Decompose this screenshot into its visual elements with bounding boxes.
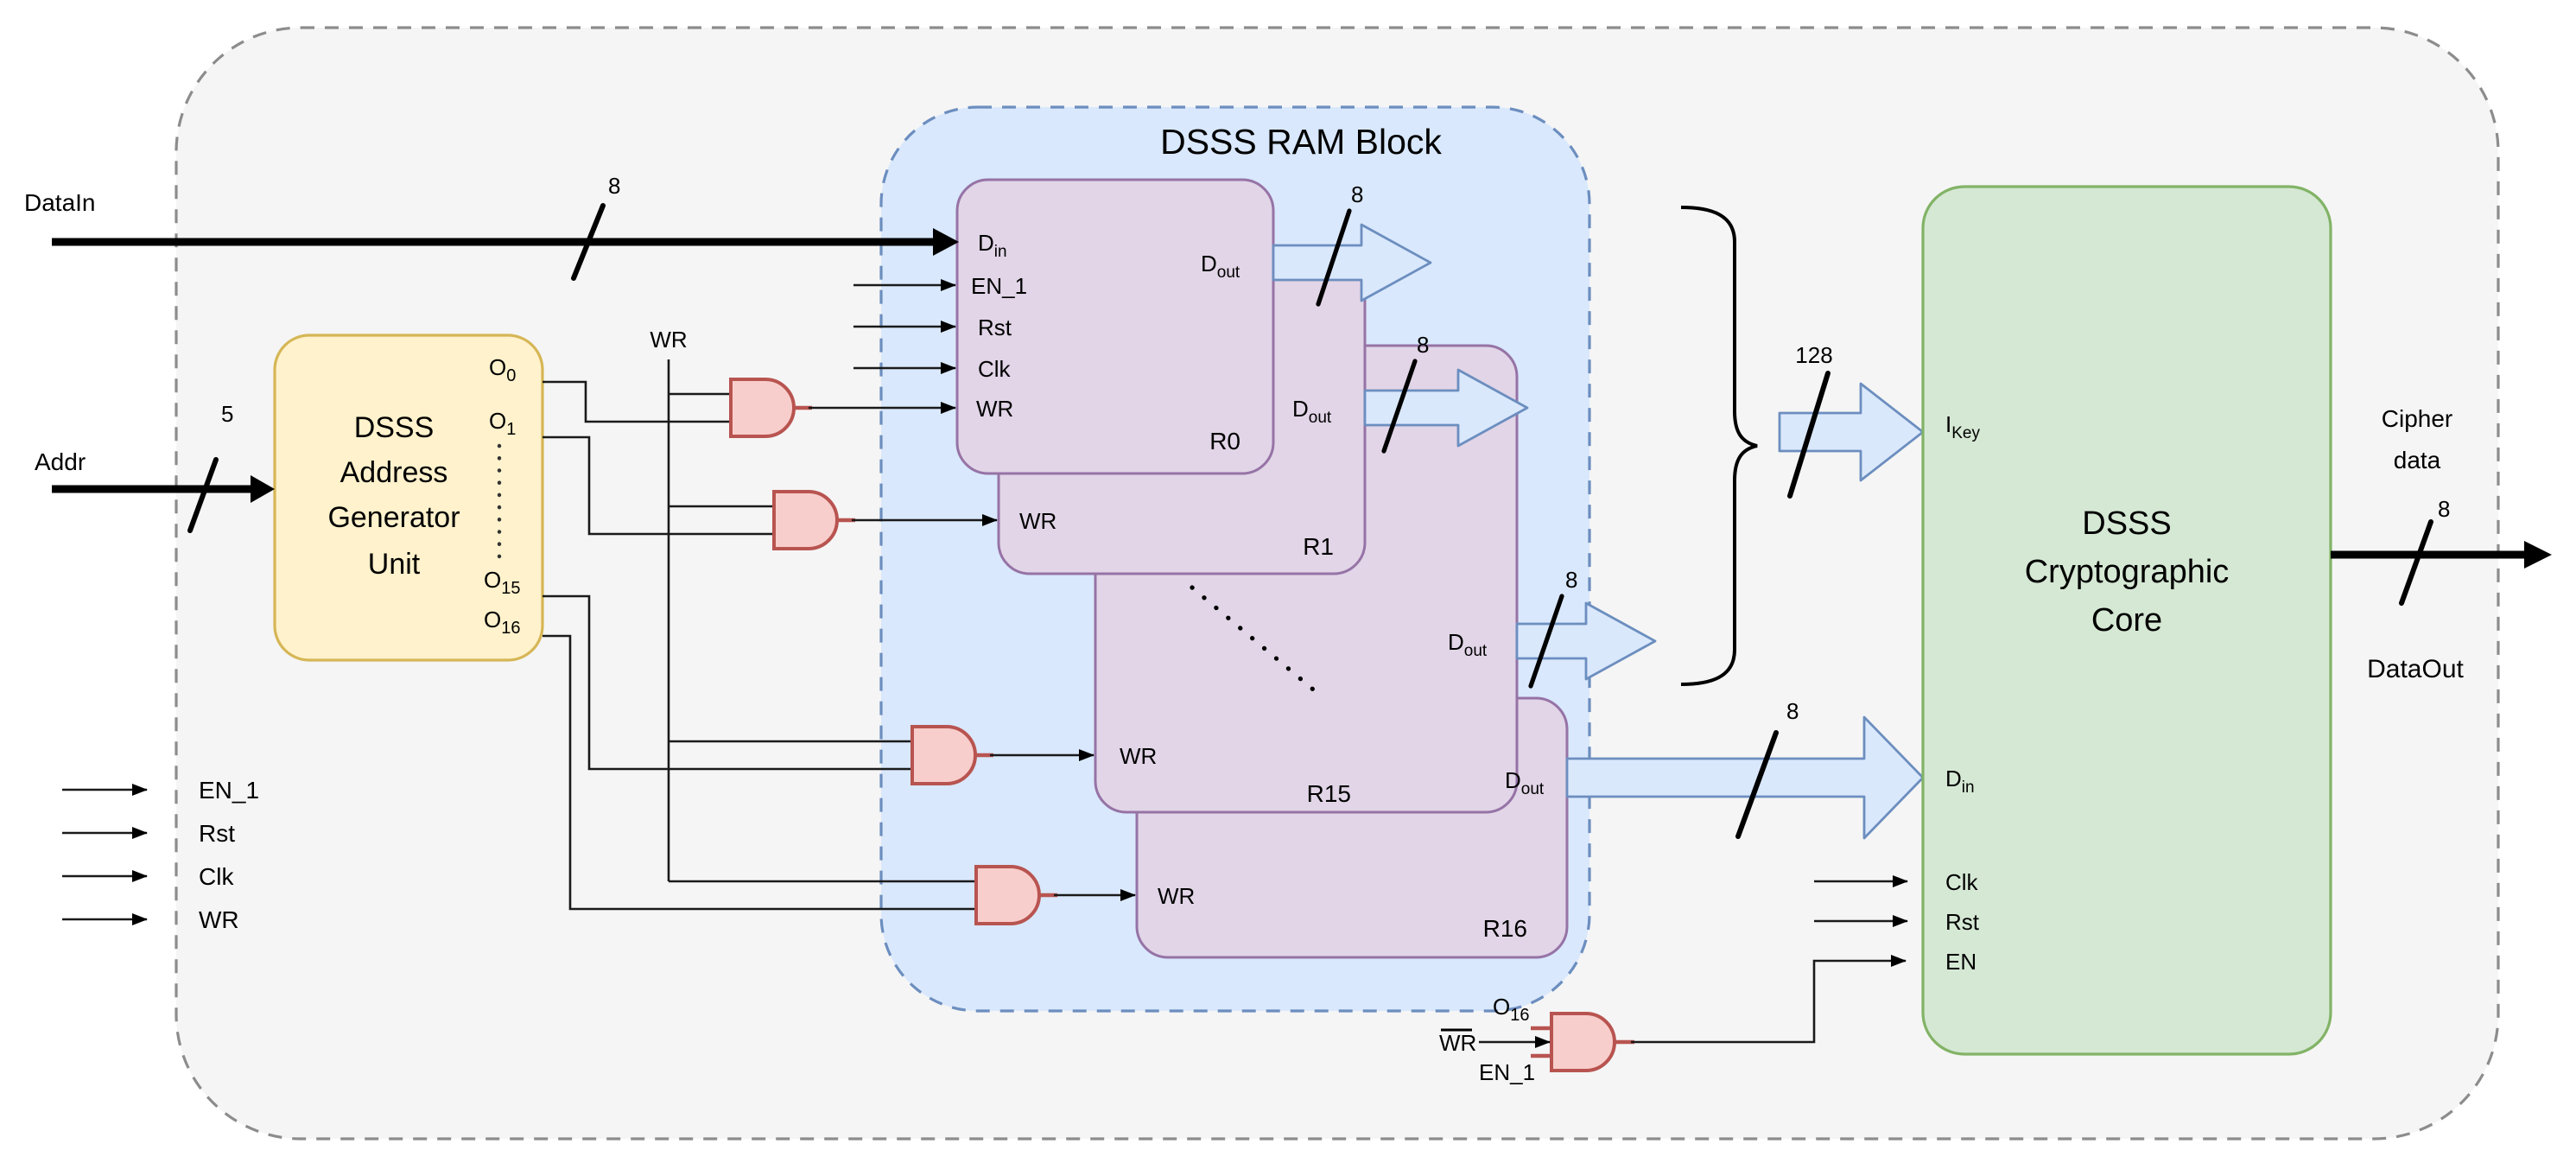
datain-label: DataIn	[24, 189, 96, 216]
r15-wr-pin-label: WR	[1120, 743, 1157, 769]
r0-en1-pin-label: EN_1	[971, 273, 1027, 299]
en1-input-label: EN_1	[199, 777, 259, 804]
external-signal-inputs: EN_1 Rst Clk WR	[62, 777, 259, 933]
wr-input-label: WR	[199, 906, 239, 933]
agu-output-o1-label: O1	[489, 408, 516, 439]
r16-dout-pin-label: Dout	[1505, 767, 1545, 798]
en-gate-o16-label: O16	[1493, 994, 1529, 1025]
cipher-data-label-line2: data	[2394, 447, 2441, 473]
core-title-line3: Core	[2091, 602, 2162, 639]
o0-wire	[542, 380, 731, 423]
r0-name-label: R0	[1209, 428, 1240, 454]
core-box	[1921, 185, 2332, 1056]
r16-wr-pin-label: WR	[1158, 883, 1195, 909]
datain-bus-arrowhead	[933, 228, 959, 256]
datain-bus-width-slash	[571, 203, 606, 281]
en-gate-wrbar-label: WR	[1439, 1030, 1476, 1056]
core-title-line2: Cryptographic	[2025, 554, 2230, 590]
cipher-data-label-line1: Cipher	[2382, 405, 2452, 432]
dataout-bus-width: 8	[2438, 496, 2450, 522]
core-enable-gate-group: O16 WR EN_1	[1439, 955, 1907, 1085]
rst-input-label: Rst	[199, 820, 235, 847]
r1-dout-width-slash	[1381, 359, 1418, 454]
r0-rst-pin-label: Rst	[978, 315, 1012, 340]
r1-dout-pin-label: Dout	[1292, 396, 1332, 427]
r0-clk-pin-label: Clk	[978, 356, 1012, 382]
agu-output-o15-label: O15	[484, 567, 520, 598]
dataout-bus-arrowhead	[2524, 541, 2552, 569]
agu-box	[273, 334, 544, 662]
agu-output-o16-label: O16	[484, 607, 520, 638]
dataout-label: DataOut	[2367, 655, 2464, 683]
addr-bus-arrowhead	[251, 475, 275, 503]
r16-dout-to-din-arrow	[1565, 715, 1925, 840]
write-enable-gates	[729, 378, 1136, 925]
clk-input-label: Clk	[199, 863, 234, 890]
o1-wire	[542, 435, 774, 536]
r15-name-label: R15	[1307, 780, 1351, 807]
r15-dout-arrow	[1515, 601, 1657, 681]
r0-dout-width-slash	[1316, 208, 1352, 307]
agu-title-line4: Unit	[368, 548, 421, 581]
o15-wire	[542, 594, 912, 771]
dataout-bus-width-slash	[2399, 519, 2433, 606]
o16-wire	[542, 634, 976, 911]
core-title-line1: DSSS	[2082, 505, 2171, 542]
core-clk-pin-label: Clk	[1945, 869, 1979, 895]
r16-name-label: R16	[1483, 915, 1527, 942]
gate-to-core-en-wire	[1631, 955, 1907, 1044]
core-en-pin-label: EN	[1945, 949, 1976, 975]
r0-dout-pin-label: Dout	[1201, 251, 1240, 282]
addr-label: Addr	[35, 448, 86, 475]
and-gate-r15	[910, 725, 977, 785]
registers-ellipsis-dots	[1190, 585, 1326, 701]
datain-bus-width: 8	[608, 173, 620, 199]
core-din-pin-label: Din	[1945, 766, 1975, 797]
r1-name-label: R1	[1303, 533, 1334, 560]
din-core-bus-width: 8	[1786, 698, 1799, 724]
core-ikey-pin-label: IKey	[1945, 411, 1980, 442]
agu-title-line2: Address	[340, 456, 448, 489]
r15-dout-pin-label: Dout	[1448, 629, 1488, 660]
r0-dout-bus-width: 8	[1351, 181, 1363, 207]
core-rst-pin-label: Rst	[1945, 909, 1980, 935]
agu-title-line3: Generator	[327, 501, 460, 534]
din-core-width-slash	[1735, 730, 1779, 839]
r1-dout-bus-width: 8	[1417, 332, 1429, 358]
ikey-arrow	[1778, 382, 1925, 482]
agu-output-o0-label: O0	[489, 354, 516, 385]
r1-dout-arrow	[1363, 368, 1529, 448]
wr-rail-label: WR	[650, 327, 687, 353]
r15-dout-width-slash	[1528, 594, 1564, 689]
key-gather-brace	[1680, 206, 1758, 686]
ikey-width-slash	[1787, 371, 1830, 499]
r0-wr-pin-label: WR	[976, 396, 1013, 422]
r0-dout-arrow	[1272, 223, 1432, 302]
ram-block-title: DSSS RAM Block	[1160, 122, 1442, 162]
addr-bus-width: 5	[221, 401, 233, 427]
r15-dout-bus-width: 8	[1565, 567, 1577, 593]
and-gate-r0	[729, 378, 796, 438]
en-gate-en1-label: EN_1	[1479, 1059, 1535, 1085]
ikey-bus-width: 128	[1795, 342, 1832, 368]
register-r0-box	[955, 178, 1275, 475]
and-gate-core-en	[1550, 1012, 1616, 1072]
addr-bus-width-slash	[187, 457, 219, 533]
and-gate-r16	[974, 865, 1041, 925]
r0-din-pin-label: Din	[978, 230, 1007, 261]
r1-wr-pin-label: WR	[1019, 508, 1056, 534]
and-gate-r1	[772, 490, 839, 550]
agu-title-line1: DSSS	[354, 411, 435, 444]
